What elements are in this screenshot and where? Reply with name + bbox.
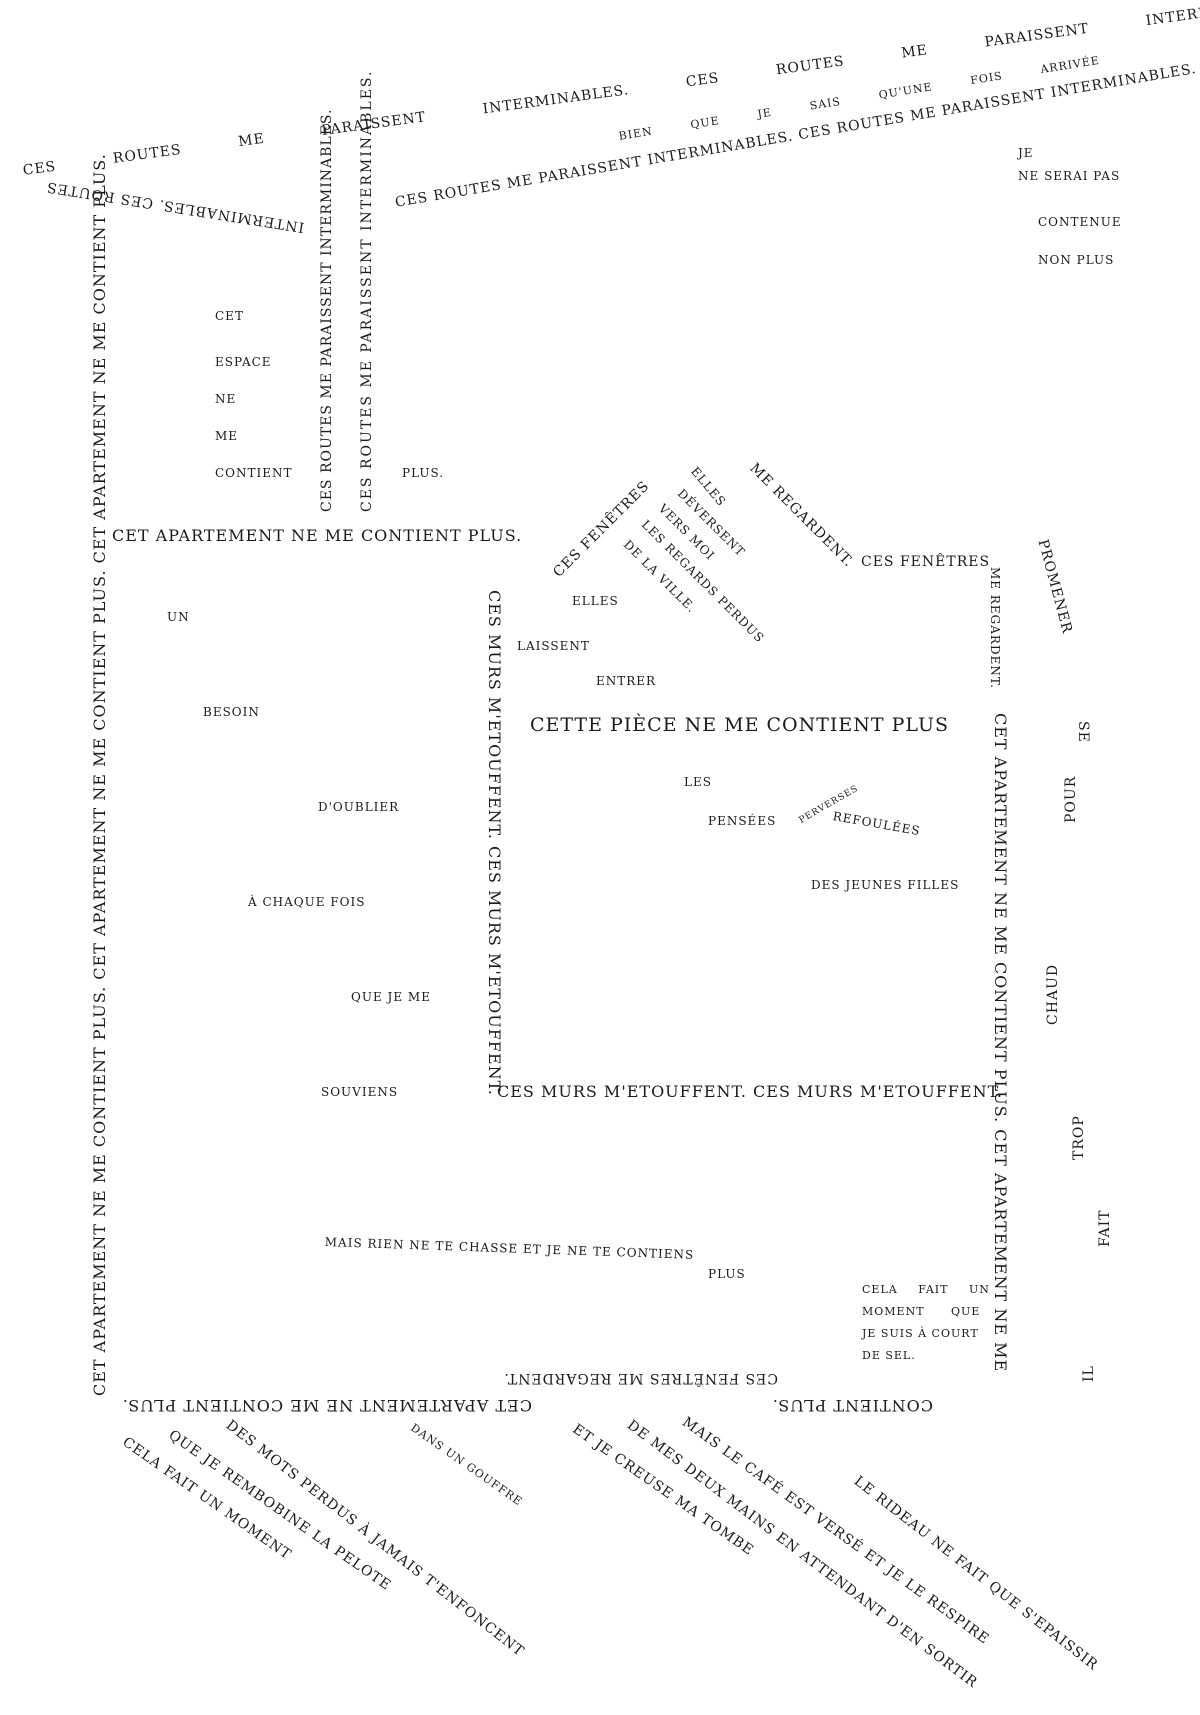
walls-vertical-line: Ces murs m'etouffent. Ces murs m'etouffe… — [485, 590, 504, 1096]
windows-me-regardent: me regardent. — [746, 460, 857, 571]
left-room-word-chaque-fois: à chaque fois — [248, 895, 366, 909]
bottom-line-2: que je rembobine la pelote — [165, 1427, 395, 1594]
side-word-trop: trop — [1071, 1115, 1087, 1160]
side-word-fait: fait — [1097, 1209, 1113, 1247]
space-word-ne: ne — [215, 392, 237, 406]
apartment-top-line: Cet apartement ne me contient plus. — [112, 526, 523, 545]
room-salt-1: cela fait un — [862, 1283, 990, 1296]
bottom-line-6: de mes deux mains en attendant d'en sort… — [623, 1417, 981, 1692]
apartment-bottom-line: Cet apartement ne me contient plus. — [121, 1396, 532, 1415]
left-room-footer-plus: plus — [708, 1267, 746, 1281]
space-word-cet: cet — [215, 309, 244, 323]
left-room-word-un: un — [167, 610, 190, 624]
left-room-word-souviens: souviens — [321, 1085, 399, 1099]
space-word-espace: espace — [215, 355, 272, 369]
room-word-refoulees: refoulées — [831, 809, 922, 839]
side-word-promener: promener — [1034, 537, 1076, 636]
room-word-pensees: pensées — [708, 814, 777, 828]
road-line-4: interminables. Ces routes — [45, 178, 306, 235]
windows-ces-fenetres: Ces fenêtres — [550, 478, 653, 581]
road-vertical-right: Ces routes me paraissent interminables. — [359, 69, 375, 512]
space-word-contient: contient — [215, 466, 293, 480]
left-room-footer-line: mais rien ne te chasse et je ne te conti… — [324, 1235, 695, 1262]
walls-horizontal-line: Ces murs m'etouffent. Ces murs m'etouffe… — [497, 1082, 1003, 1101]
road-word-non-plus: non plus — [1038, 253, 1115, 267]
room-title: Cette pièce ne me contient plus — [530, 714, 950, 736]
left-room-word-que-je-me: que je me — [351, 990, 431, 1004]
apartment-bottom-windows: Ces fenêtres me regardent. — [503, 1370, 778, 1386]
windows-me-regardent-2: me regardent. — [988, 567, 1002, 689]
left-room-word-besoin: besoin — [203, 705, 260, 719]
room-salt-2: moment que — [862, 1305, 981, 1318]
windows-ces-fenetres-2: ces fenêtres — [861, 554, 991, 570]
room-salt-3: je suis à court — [862, 1327, 979, 1340]
room-salt-4: de sel. — [862, 1349, 916, 1362]
side-word-chaud: chaud — [1045, 963, 1061, 1025]
bottom-line-4: dans un gouffre — [408, 1421, 525, 1509]
side-word-pour: pour — [1063, 775, 1079, 823]
road-word-ne-serai-pas: ne serai pas — [1018, 169, 1121, 183]
room-word-jeunes-filles: des jeunes filles — [811, 878, 960, 892]
road-word-je: Je — [1018, 146, 1034, 160]
space-word-plus: plus. — [402, 466, 445, 480]
space-word-me: me — [215, 429, 239, 443]
apartment-left-line: Cet apartement ne me contient plus. Cet … — [90, 153, 109, 1396]
windows-elles: Elles — [572, 594, 619, 608]
room-word-les: les — [684, 775, 712, 789]
apartment-bottom-right: contient plus. — [771, 1396, 933, 1415]
left-room-word-doublier: d'oublier — [318, 800, 400, 814]
road-vertical-left: Ces routes me paraissent interminables. — [319, 108, 335, 512]
apartment-right-line: Cet apartement ne me contient plus. Cet … — [991, 713, 1010, 1373]
road-word-contenue: contenue — [1038, 215, 1122, 229]
side-word-se: se — [1075, 721, 1091, 743]
side-word-il: Il — [1081, 1365, 1097, 1382]
windows-entrer: entrer — [596, 674, 657, 688]
windows-laissent: laissent — [517, 639, 590, 653]
windows-de-la-ville: de la ville. — [620, 537, 699, 616]
